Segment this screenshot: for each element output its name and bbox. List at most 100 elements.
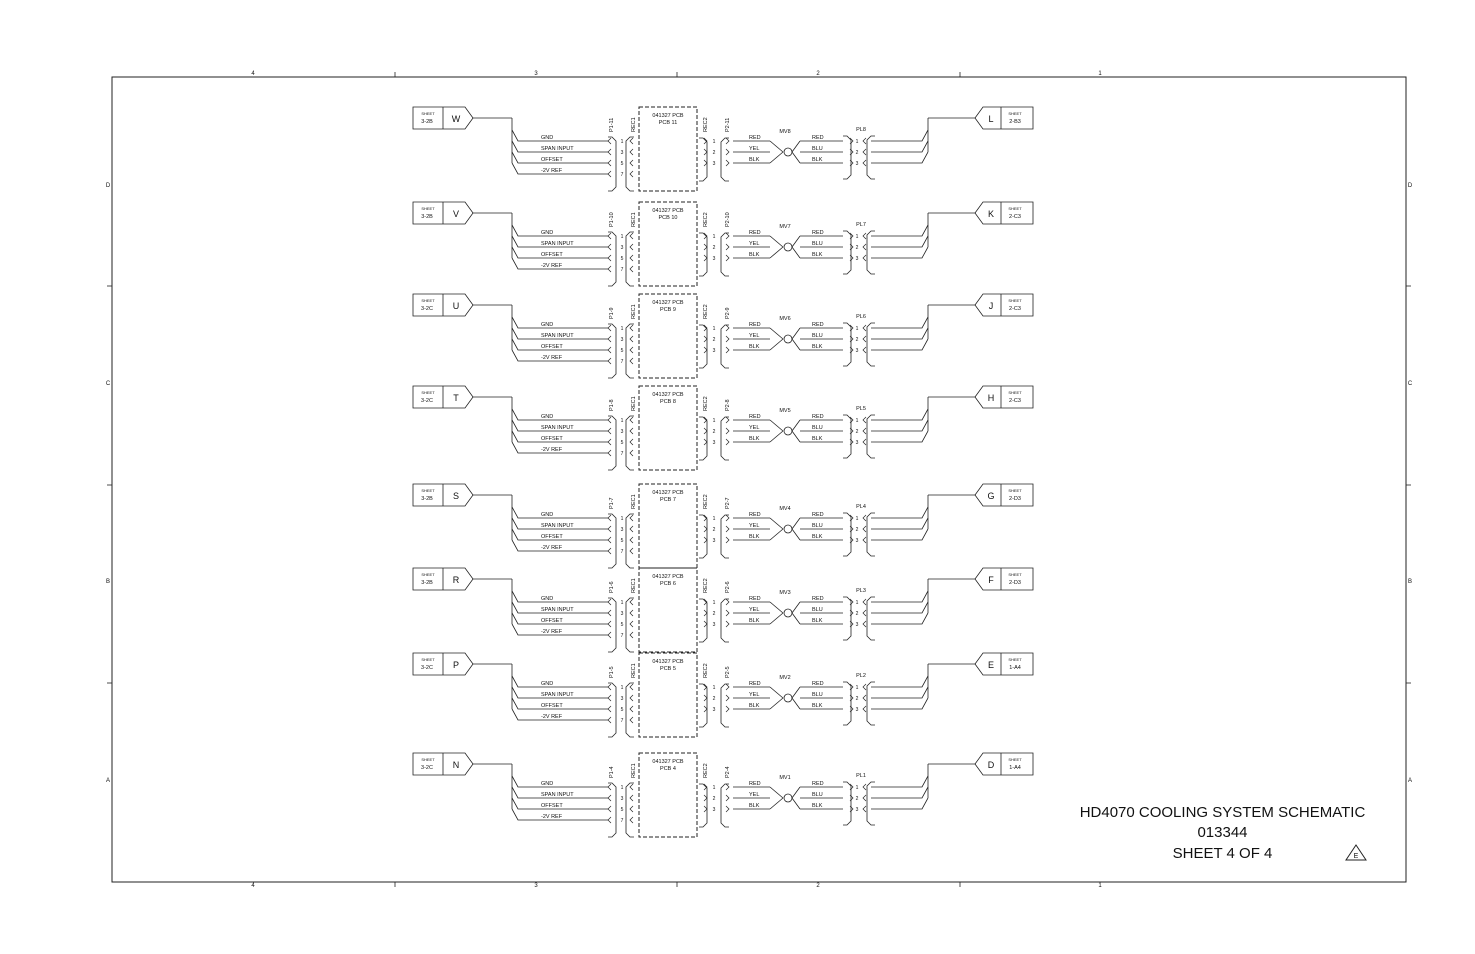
plug-housing <box>843 135 852 180</box>
signal-wire <box>511 257 608 270</box>
pin-number: 3 <box>856 807 859 813</box>
pin-number: 2 <box>856 696 859 702</box>
pin-arrow <box>725 232 730 240</box>
pin-number: 2 <box>856 527 859 533</box>
pin-number: 2 <box>856 150 859 156</box>
sheet-label: SHEET <box>1008 111 1022 116</box>
pin-number: 7 <box>621 633 624 639</box>
sheet-label: SHEET <box>1008 757 1022 762</box>
pin-arrow <box>703 514 708 522</box>
wire-color-in: YEL <box>749 333 759 339</box>
pin-arrow <box>607 265 612 273</box>
connector-tag-left: W <box>452 114 461 124</box>
connector-p1-label: P1-5 <box>609 666 615 678</box>
pin-arrow <box>703 416 708 424</box>
pcb-part-number: 041327 PCB <box>652 490 684 496</box>
pin-arrow <box>703 159 708 167</box>
connector-p2-label: P2-10 <box>725 212 731 227</box>
pcb-box <box>638 483 698 569</box>
pin-number: 1 <box>621 418 624 424</box>
valve-label: MV4 <box>779 506 790 512</box>
pin-number: 2 <box>713 337 716 343</box>
border-row-label: A <box>106 778 110 784</box>
valve-label: MV2 <box>779 675 790 681</box>
offsheet-connector-left <box>412 201 474 225</box>
signal-wire <box>511 686 608 699</box>
pin-arrow <box>629 716 634 724</box>
pin-arrow <box>629 449 634 457</box>
pin-arrow <box>725 416 730 424</box>
connector-tag-right: E <box>988 660 994 670</box>
return-wire <box>871 338 929 351</box>
valve-lead <box>791 517 801 530</box>
return-wire <box>871 235 929 248</box>
pin-arrow <box>862 514 867 522</box>
pin-arrow <box>607 416 612 424</box>
connector-rec2-housing <box>699 137 708 182</box>
offsheet-connector-right <box>974 483 1034 507</box>
plug-housing <box>843 414 852 459</box>
pin-arrow <box>629 254 634 262</box>
return-wire <box>871 612 929 625</box>
pin-arrow <box>703 620 708 628</box>
connector-p1-housing <box>608 323 617 379</box>
plug-label: PL4 <box>856 504 866 510</box>
pin-number: 5 <box>621 538 624 544</box>
pcb-box <box>638 201 698 287</box>
wire-color-out: BLK <box>812 157 823 163</box>
signal-label: -2V REF <box>541 263 563 269</box>
valve-lead <box>769 338 784 351</box>
pin-number: 2 <box>856 337 859 343</box>
border-column-label: 3 <box>534 883 538 889</box>
valve-label: MV3 <box>779 590 790 596</box>
signal-label: -2V REF <box>541 447 563 453</box>
sheet-reference-right: 2-C3 <box>1009 398 1021 404</box>
connector-p2-label: P2-9 <box>725 307 731 319</box>
valve-lead <box>769 697 784 710</box>
sheet-label: SHEET <box>421 572 435 577</box>
pin-arrow <box>629 438 634 446</box>
connector-rec1-housing <box>625 231 634 287</box>
pin-arrow <box>862 694 867 702</box>
pin-number: 3 <box>713 161 716 167</box>
wire-color-in: RED <box>749 135 761 141</box>
wire-color-in: BLK <box>749 803 760 809</box>
sheet-label: SHEET <box>421 298 435 303</box>
valve-label: MV7 <box>779 224 790 230</box>
valve-lead <box>791 697 801 710</box>
border-column-label: 1 <box>1098 71 1102 77</box>
connector-tag-right: K <box>988 209 994 219</box>
offsheet-connector-left <box>412 567 474 591</box>
valve-lead <box>791 140 801 153</box>
connector-p2-housing <box>720 232 729 277</box>
signal-wire <box>511 708 608 721</box>
pin-arrow <box>607 335 612 343</box>
signal-wire <box>511 246 608 259</box>
plug-label: PL3 <box>856 588 866 594</box>
wire-color-out: BLK <box>812 618 823 624</box>
valve-lead <box>791 419 801 432</box>
pin-arrow <box>725 243 730 251</box>
pin-number: 3 <box>713 807 716 813</box>
wire-color-in: BLK <box>749 344 760 350</box>
sheet-number: SHEET 4 OF 4 <box>1172 845 1273 862</box>
connector-p1-housing <box>608 782 617 838</box>
pin-arrow <box>703 525 708 533</box>
valve-lead <box>769 786 784 799</box>
wire-color-in: BLK <box>749 252 760 258</box>
pin-arrow <box>725 427 730 435</box>
return-wire <box>871 517 929 530</box>
pin-number: 1 <box>713 785 716 791</box>
pin-number: 3 <box>856 538 859 544</box>
pin-number: 3 <box>621 696 624 702</box>
pin-arrow <box>862 137 867 145</box>
signal-label: -2V REF <box>541 814 563 820</box>
pin-number: 1 <box>856 418 859 424</box>
pin-number: 3 <box>621 245 624 251</box>
plug-label: PL2 <box>856 673 866 679</box>
pin-arrow <box>862 794 867 802</box>
plug-label: PL1 <box>856 773 866 779</box>
